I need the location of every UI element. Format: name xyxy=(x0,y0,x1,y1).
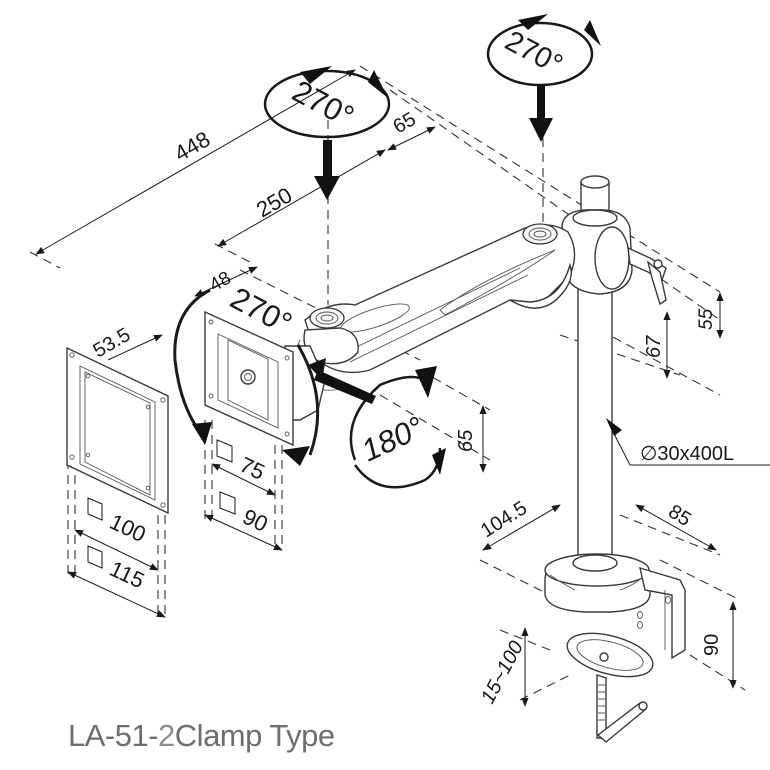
dim-clamp-height: 90 xyxy=(701,634,723,656)
vesa-square-symbols xyxy=(87,439,236,569)
rotation-vesa-tilt xyxy=(173,288,320,466)
arm xyxy=(294,223,576,391)
dim-base-depth: 85 xyxy=(664,501,695,531)
mount-type: Clamp Type xyxy=(174,718,335,753)
dim-vesa-small-a: 75 xyxy=(236,452,269,485)
model-prefix: LA-51- xyxy=(68,718,159,753)
dim-vesa-large-a: 100 xyxy=(106,509,150,547)
rotation-top-pole xyxy=(486,14,601,142)
dim-total-reach: 448 xyxy=(170,126,214,166)
desk-clamp xyxy=(544,553,686,743)
dim-head-depth: 48 xyxy=(206,268,235,297)
rotation-label-vesa-swivel: 180° xyxy=(356,410,429,469)
product-title: LA-51-2Clamp Type xyxy=(68,718,335,754)
dim-vesa-large-b: 115 xyxy=(106,556,148,593)
dim-pole-spec: ∅30x400L xyxy=(640,443,734,465)
rotation-label-top-pole: 270° xyxy=(500,25,568,81)
dim-arm-drop: 67 xyxy=(643,335,665,358)
model-number: 2 xyxy=(158,718,175,753)
pole-collar xyxy=(561,209,667,306)
dim-desk-thickness: 15~100 xyxy=(477,638,528,708)
dim-tilt-height: 65 xyxy=(455,429,477,452)
rotation-label-arm-joint: 270° xyxy=(287,73,360,134)
dim-vesa-small-b: 90 xyxy=(239,504,272,537)
dim-plate-offset: 53.5 xyxy=(90,324,135,363)
vesa-adapter-plate xyxy=(66,346,169,515)
dim-joint-offset: 65 xyxy=(390,108,420,138)
dim-collar-height: 55 xyxy=(696,308,717,330)
dim-base-width: 104.5 xyxy=(477,497,531,542)
dim-arm-length: 250 xyxy=(252,182,296,222)
rotation-vesa-swivel xyxy=(308,358,446,489)
dimension-lines xyxy=(35,69,770,707)
